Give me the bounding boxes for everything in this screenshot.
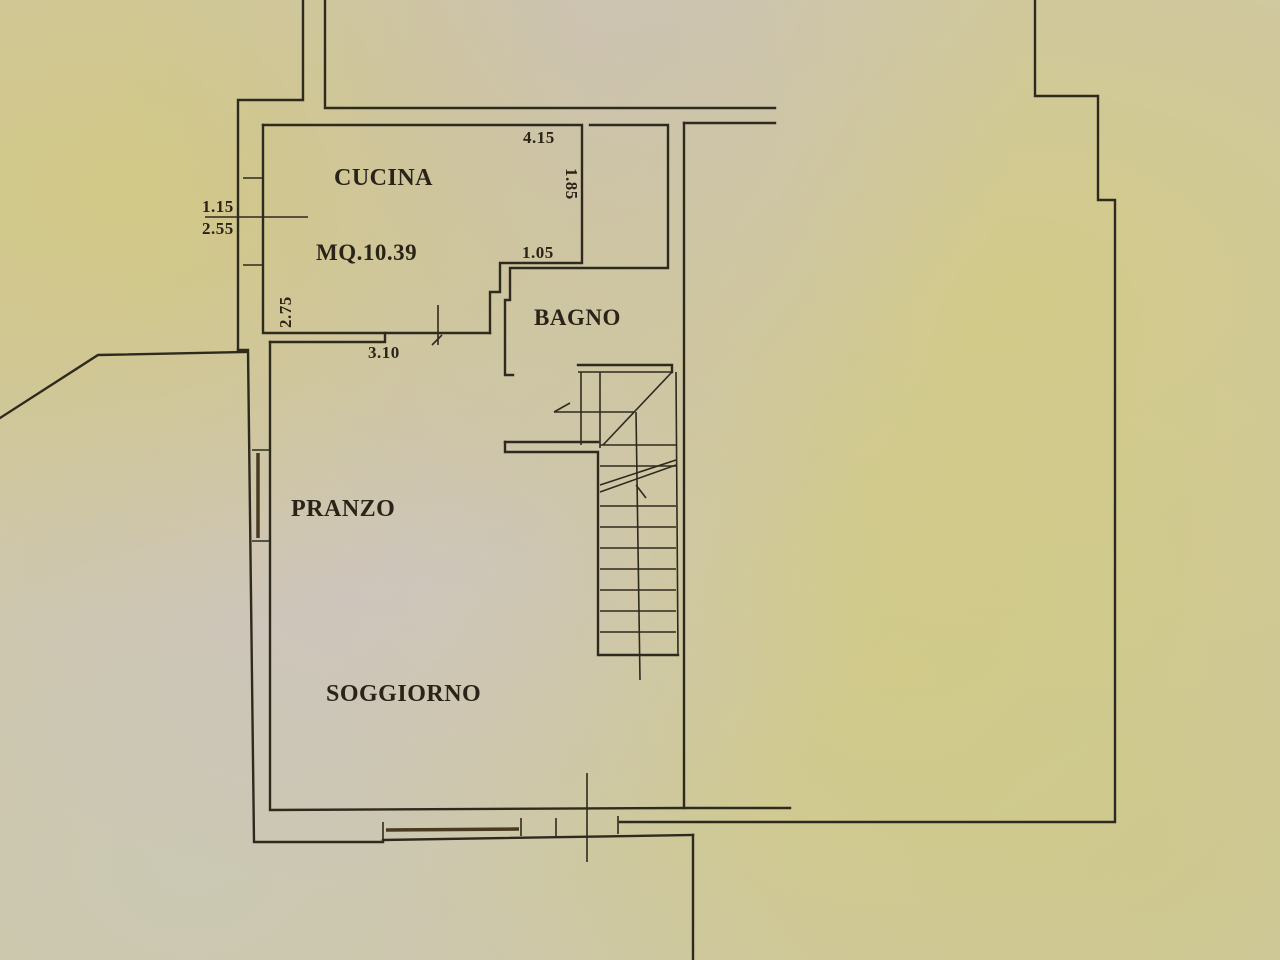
outer-wall-top-left: [236, 0, 305, 352]
room-label-cucina: CUCINA: [334, 165, 433, 191]
inner-wall-right: [682, 121, 792, 810]
outer-wall-right: [618, 0, 1117, 824]
stair-diagonal: [602, 371, 673, 446]
dimension-cucina-top: 4.15: [523, 128, 555, 147]
bathroom-wall: [503, 123, 670, 377]
room-area-cucina: MQ.10.39: [316, 240, 418, 265]
room-label-bagno: BAGNO: [534, 305, 621, 330]
stair-treads: [600, 371, 679, 656]
stair-arrow-line: [635, 411, 641, 681]
external-diagonal-wall: [0, 350, 248, 420]
room-label-pranzo: PRANZO: [291, 496, 396, 522]
outer-wall-left: [236, 348, 385, 844]
dimension-cucina-right: 1.85: [562, 168, 581, 200]
dimension-cucina-notch: 1.05: [522, 243, 554, 262]
dimension-window-height: 2.55: [202, 219, 234, 238]
room-label-soggiorno: SOGGIORNO: [326, 681, 482, 707]
corridor-wall-top: [323, 0, 777, 110]
living-wall-inner: [268, 340, 686, 812]
dimension-cucina-bottom: 3.10: [368, 343, 400, 362]
outer-wall-bottom: [381, 833, 695, 842]
dimension-window-sill: 1.15: [202, 197, 234, 216]
kitchen-wall-top-right: [261, 123, 584, 335]
window-soggiorno: [385, 827, 520, 832]
dimension-cucina-left: 2.75: [276, 296, 295, 328]
kitchen-wall-left: [261, 123, 387, 342]
stair-wall: [503, 440, 680, 657]
